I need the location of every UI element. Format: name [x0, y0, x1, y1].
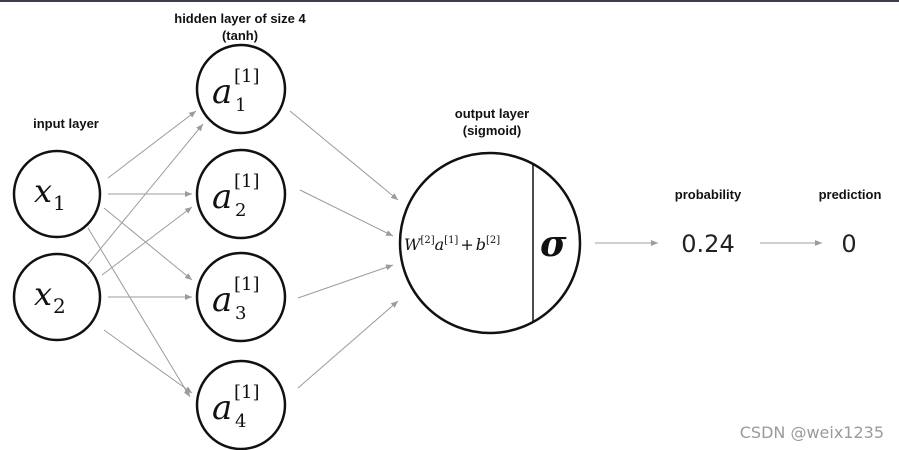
watermark-text: CSDN @weix1235: [740, 423, 884, 442]
edge-x1-a1: [107, 110, 197, 179]
probability-value: 0.24: [681, 230, 734, 258]
a4-superscript: [1]: [234, 382, 260, 403]
formula-plus: +: [460, 235, 473, 254]
edge-a2-out: [299, 189, 394, 237]
edge-a3-out: [297, 264, 394, 299]
a2-symbol: a: [212, 177, 232, 217]
output-layer-activation: (sigmoid): [463, 123, 522, 138]
probability-label: probability: [675, 187, 742, 202]
prediction-value: 0: [841, 230, 856, 258]
formula-a: a: [435, 235, 445, 254]
a4-subscript: 4: [235, 411, 246, 432]
a1-subscript: 1: [235, 95, 246, 116]
a3-superscript: [1]: [234, 274, 260, 295]
hidden-node-a3: a [1] 3: [195, 251, 287, 343]
input-hidden-edges: [87, 110, 204, 398]
hidden-layer-title: hidden layer of size 4: [174, 11, 306, 26]
svg-text:x1: x1: [34, 172, 66, 215]
a2-subscript: 2: [235, 200, 246, 221]
a2-superscript: [1]: [234, 171, 260, 192]
edge-x2-a1: [87, 123, 204, 265]
a1-symbol: a: [212, 72, 232, 112]
hidden-node-a1: a [1] 1: [195, 43, 287, 135]
x2-symbol: x: [34, 275, 52, 313]
edge-a4-out: [297, 300, 399, 389]
output-layer-title: output layer: [455, 106, 529, 121]
a3-subscript: 3: [235, 303, 246, 324]
sigma-symbol: σ: [540, 223, 567, 265]
a4-symbol: a: [212, 388, 232, 428]
hidden-output-edges: [289, 110, 399, 389]
input-node-x2: x2: [12, 252, 102, 342]
edge-x1-a4: [87, 227, 191, 398]
prediction-label: prediction: [819, 187, 882, 202]
output-node: W[2]a[1]+b[2] σ: [398, 151, 582, 335]
formula-a-sup: [1]: [444, 235, 458, 246]
hidden-node-a4: a [1] 4: [195, 359, 287, 450]
formula-b: b: [476, 235, 486, 254]
edge-x1-a3: [103, 207, 193, 281]
input-node-x1: x1: [12, 149, 102, 239]
formula-w: W: [404, 235, 422, 254]
input-layer-title: input layer: [33, 116, 99, 131]
svg-text:x2: x2: [34, 275, 66, 318]
a3-symbol: a: [212, 280, 232, 320]
edge-a1-out: [289, 110, 399, 201]
output-formula: W[2]a[1]+b[2]: [404, 235, 500, 254]
top-border: [0, 0, 899, 2]
edge-x2-a2: [101, 206, 193, 276]
formula-b-sup: [2]: [486, 235, 500, 246]
x1-subscript: 1: [53, 191, 66, 215]
edge-x2-a4: [103, 329, 193, 394]
formula-w-sup: [2]: [420, 235, 434, 246]
x1-symbol: x: [34, 172, 52, 210]
x2-subscript: 2: [53, 294, 66, 318]
a1-superscript: [1]: [234, 66, 260, 87]
hidden-layer-activation: (tanh): [222, 28, 258, 43]
hidden-node-a2: a [1] 2: [195, 148, 287, 240]
